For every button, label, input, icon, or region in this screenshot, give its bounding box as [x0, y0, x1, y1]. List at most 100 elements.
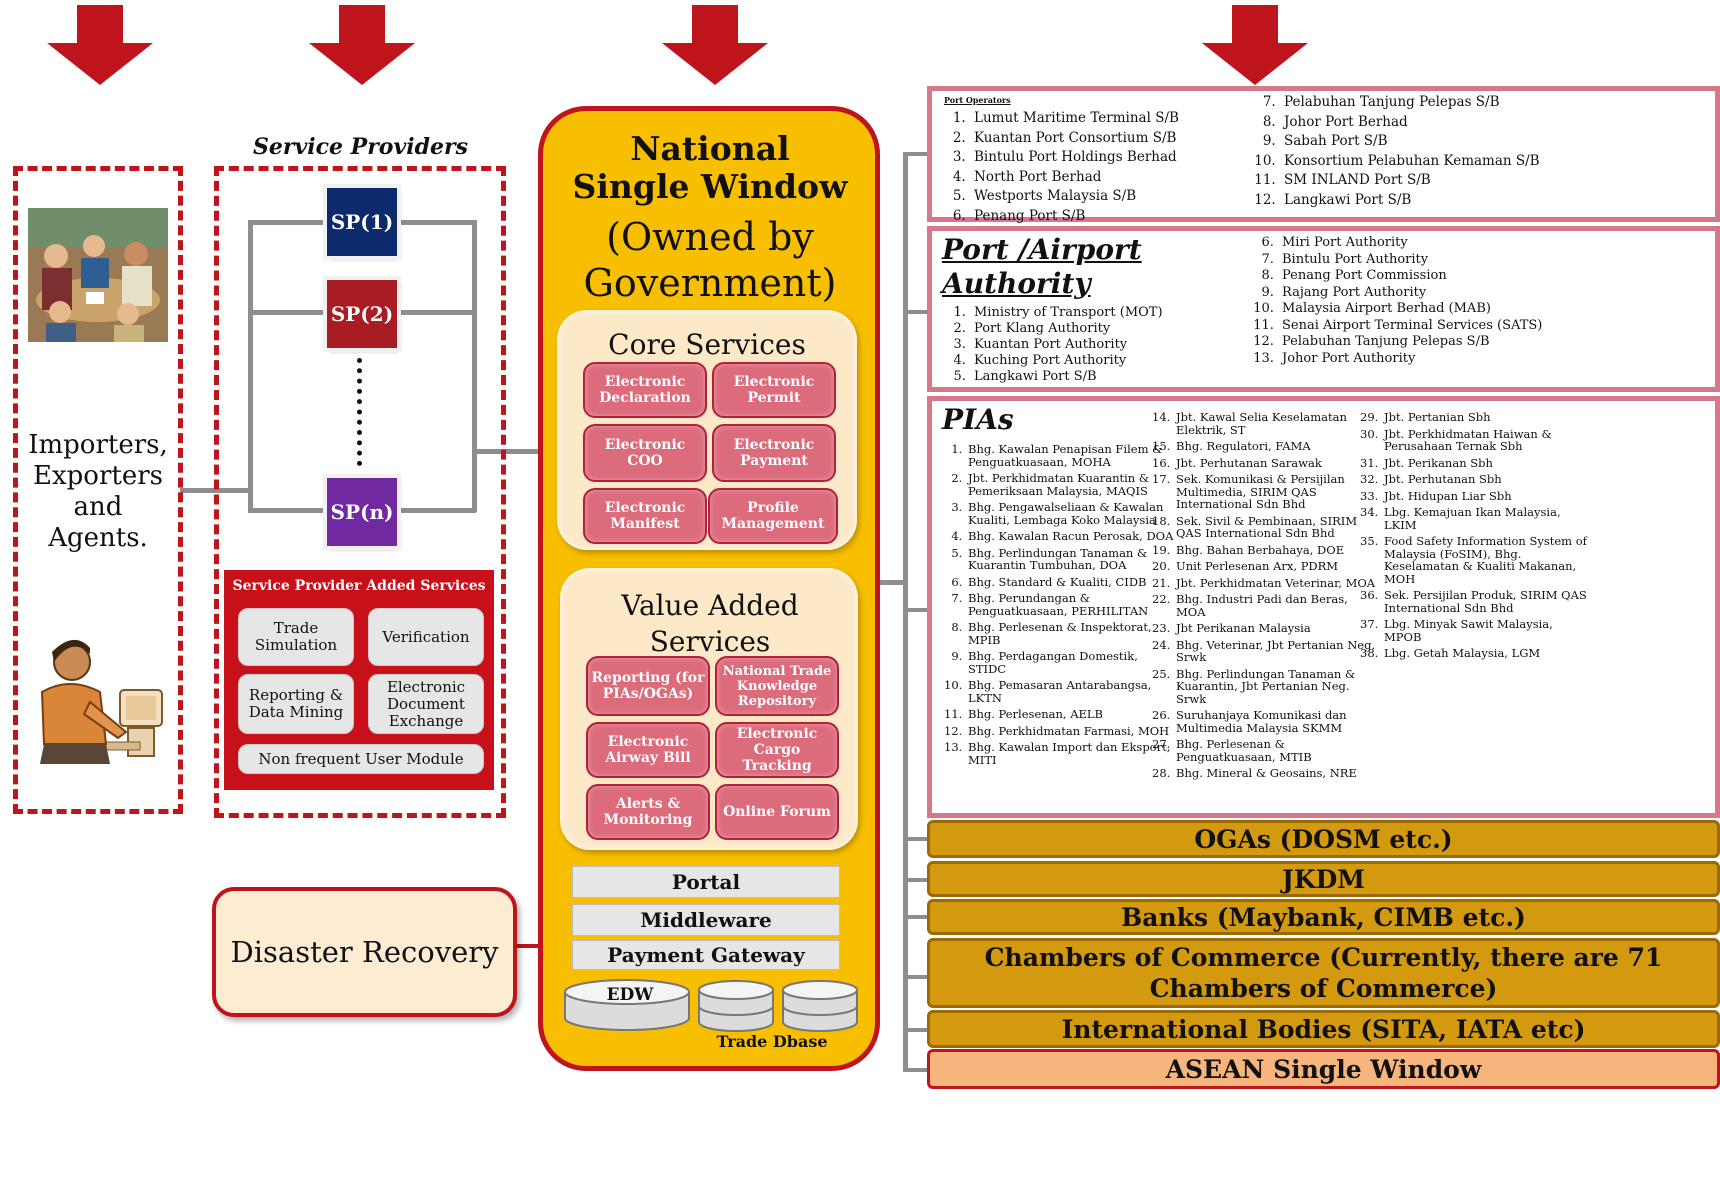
payment-gateway-layer[interactable]: Payment Gateway — [572, 940, 840, 970]
sp2-node[interactable]: SP(2) — [323, 276, 401, 352]
port-operator-item: Pelabuhan Tanjung Pelepas S/B — [1280, 93, 1700, 113]
port-operator-item: Konsortium Pelabuhan Kemaman S/B — [1280, 152, 1700, 172]
pia-item: Food Safety Information System of Malays… — [1382, 535, 1592, 585]
port-authority-title: Port /Airport Authority — [942, 233, 1142, 300]
port-authority-item: Langkawi Port S/B — [970, 369, 1270, 385]
pia-item: Bhg. Perlesenan, AELB — [966, 708, 1176, 721]
pia-item: Bhg. Mineral & Geosains, NRE — [1174, 767, 1380, 780]
asean-single-window-bar[interactable]: ASEAN Single Window — [927, 1049, 1720, 1089]
port-authority-item: Penang Port Commission — [1278, 268, 1698, 285]
pia-item: Bhg. Kawalan Import dan Eksport, MITI — [966, 741, 1176, 766]
port-authority-item: Senai Airport Terminal Services (SATS) — [1278, 318, 1698, 335]
middleware-layer[interactable]: Middleware — [572, 904, 840, 936]
port-operator-item: Langkawi Port S/B — [1280, 191, 1700, 211]
pia-item: Bhg. Perlindungan Tanaman & Kuarantin, J… — [1174, 667, 1380, 706]
port-authority-item: Kuching Port Authority — [970, 353, 1270, 369]
pia-item: Jbt. Perhutanan Sarawak — [1174, 456, 1380, 470]
edw-label: EDW — [606, 985, 654, 1005]
pia-item: Jbt. Kawal Selia Keselamatan Elektrik, S… — [1174, 411, 1380, 436]
service-providers-title: Service Providers — [253, 134, 468, 160]
profile-management-button[interactable]: Profile Management — [708, 488, 838, 544]
pia-item: Bhg. Perkhidmatan Farmasi, MOH — [966, 724, 1176, 738]
pia-item: Bhg. Veterinar, Jbt Pertanian Neg. Srwk — [1174, 638, 1380, 664]
pia-item: Bhg. Kawalan Penapisan Filem & Penguatku… — [966, 443, 1176, 468]
port-authority-item: Malaysia Airport Berhad (MAB) — [1278, 301, 1698, 318]
banks-bar[interactable]: Banks (Maybank, CIMB etc.) — [927, 899, 1720, 935]
port-authority-box: Port /Airport Authority Ministry of Tran… — [927, 226, 1720, 392]
portal-layer[interactable]: Portal — [572, 866, 840, 898]
importers-label: Importers, Exporters and Agents. — [28, 430, 168, 553]
port-operator-item: SM INLAND Port S/B — [1280, 171, 1700, 191]
electronic-document-exchange-button[interactable]: Electronic Document Exchange — [368, 674, 484, 734]
electronic-airway-bill-button[interactable]: Electronic Airway Bill — [586, 722, 710, 778]
pia-item: Sek. Komunikasi & Persijilan Multimedia,… — [1174, 473, 1380, 511]
port-operator-item: Westports Malaysia S/B — [970, 187, 1270, 207]
pias-box: PIAs Bhg. Kawalan Penapisan Filem & Peng… — [927, 396, 1720, 818]
trade-database-icon — [782, 980, 858, 1032]
verification-button[interactable]: Verification — [368, 608, 484, 666]
port-authority-item: Miri Port Authority — [1278, 235, 1698, 252]
reporting-piAs-ogas-button[interactable]: Reporting (for PIAs/OGAs) — [586, 656, 710, 716]
disaster-recovery-box[interactable]: Disaster Recovery — [212, 887, 517, 1017]
port-authority-item: Bintulu Port Authority — [1278, 252, 1698, 269]
reporting-data-mining-button[interactable]: Reporting & Data Mining — [238, 674, 354, 734]
sp-added-services-title: Service Provider Added Services — [232, 578, 486, 594]
electronic-cargo-tracking-button[interactable]: Electronic Cargo Tracking — [715, 722, 839, 778]
down-arrow-icon — [1202, 5, 1308, 85]
port-operator-item: Kuantan Port Consortium S/B — [970, 129, 1270, 149]
pias-title: PIAs — [942, 403, 1014, 436]
pia-item: Sek. Persijilan Produk, SIRIM QAS Intern… — [1382, 589, 1592, 614]
down-arrow-icon — [662, 5, 768, 85]
value-added-services-title: Value Added Services — [621, 589, 799, 658]
pia-item: Bhg. Perundangan & Penguatkuasaan, PERHI… — [966, 592, 1176, 617]
electronic-permit-button[interactable]: Electronic Permit — [712, 362, 836, 418]
down-arrow-icon — [309, 5, 415, 85]
port-authority-item: Rajang Port Authority — [1278, 285, 1698, 302]
port-operators-list-2: Pelabuhan Tanjung Pelepas S/BJohor Port … — [1254, 93, 1700, 210]
computer-user-clipart-icon — [40, 639, 163, 764]
edw-database-icon — [564, 979, 690, 1031]
service-providers-box — [214, 166, 506, 818]
pia-item: Bhg. Perlesenan & Inspektorat, MPIB — [966, 621, 1176, 646]
port-authority-item: Kuantan Port Authority — [970, 337, 1270, 353]
port-authority-list-2: Miri Port AuthorityBintulu Port Authorit… — [1252, 235, 1698, 367]
pia-item: Lbg. Kemajuan Ikan Malaysia, LKIM — [1382, 506, 1592, 531]
trade-simulation-button[interactable]: Trade Simulation — [238, 608, 354, 666]
electronic-payment-button[interactable]: Electronic Payment — [712, 424, 836, 482]
electronic-coo-button[interactable]: Electronic COO — [583, 424, 707, 482]
pia-item: Sek. Sivil & Pembinaan, SIRIM QAS Intern… — [1174, 514, 1380, 540]
electronic-declaration-button[interactable]: Electronic Declaration — [583, 362, 707, 418]
pia-item: Jbt. Hidupan Liar Sbh — [1382, 489, 1592, 503]
online-forum-button[interactable]: Online Forum — [715, 784, 839, 840]
sp1-node[interactable]: SP(1) — [323, 184, 401, 260]
jkdm-bar[interactable]: JKDM — [927, 861, 1720, 897]
ogas-bar[interactable]: OGAs (DOSM etc.) — [927, 820, 1720, 858]
spn-node[interactable]: SP(n) — [323, 474, 401, 550]
nsw-title: National Single Window — [572, 129, 848, 206]
port-authority-item: Ministry of Transport (MOT) — [970, 305, 1270, 321]
pia-item: Jbt. Pertanian Sbh — [1382, 411, 1592, 424]
port-operator-item: Lumut Maritime Terminal S/B — [970, 109, 1270, 129]
pia-item: Unit Perlesenan Arx, PDRM — [1174, 560, 1380, 573]
electronic-manifest-button[interactable]: Electronic Manifest — [583, 488, 707, 544]
pia-item: Bhg. Regulatori, FAMA — [1174, 440, 1380, 453]
sp-added-services-panel: Service Provider Added Services Trade Si… — [224, 570, 494, 790]
national-trade-knowledge-repository-button[interactable]: National Trade Knowledge Repository — [715, 656, 839, 716]
pia-item: Jbt. Perkhidmatan Veterinar, MOA — [1174, 576, 1380, 590]
pia-item: Lbg. Getah Malaysia, LGM — [1382, 647, 1592, 660]
pia-item: Bhg. Pengawalseliaan & Kawalan Kualiti, … — [966, 501, 1176, 526]
pia-item: Jbt. Perkhidmatan Haiwan & Perusahaan Te… — [1382, 427, 1592, 453]
port-operator-item: North Port Berhad — [970, 168, 1270, 188]
chambers-of-commerce-bar[interactable]: Chambers of Commerce (Currently, there a… — [927, 938, 1720, 1008]
alerts-monitoring-button[interactable]: Alerts & Monitoring — [586, 784, 710, 840]
pias-list-2: Jbt. Kawal Selia Keselamatan Elektrik, S… — [1144, 411, 1380, 784]
port-authority-item: Port Klang Authority — [970, 321, 1270, 337]
pia-item: Bhg. Perlesenan & Penguatkuasaan, MTIB — [1174, 738, 1380, 763]
port-authority-item: Johor Port Authority — [1278, 351, 1698, 368]
international-bodies-bar[interactable]: International Bodies (SITA, IATA etc) — [927, 1010, 1720, 1048]
trade-database-icon — [698, 980, 774, 1032]
non-frequent-user-module-button[interactable]: Non frequent User Module — [238, 744, 484, 774]
down-arrow-icon — [47, 5, 153, 85]
port-operators-list-1: Lumut Maritime Terminal S/BKuantan Port … — [944, 109, 1270, 226]
port-operators-title: Port Operators — [944, 95, 1011, 105]
